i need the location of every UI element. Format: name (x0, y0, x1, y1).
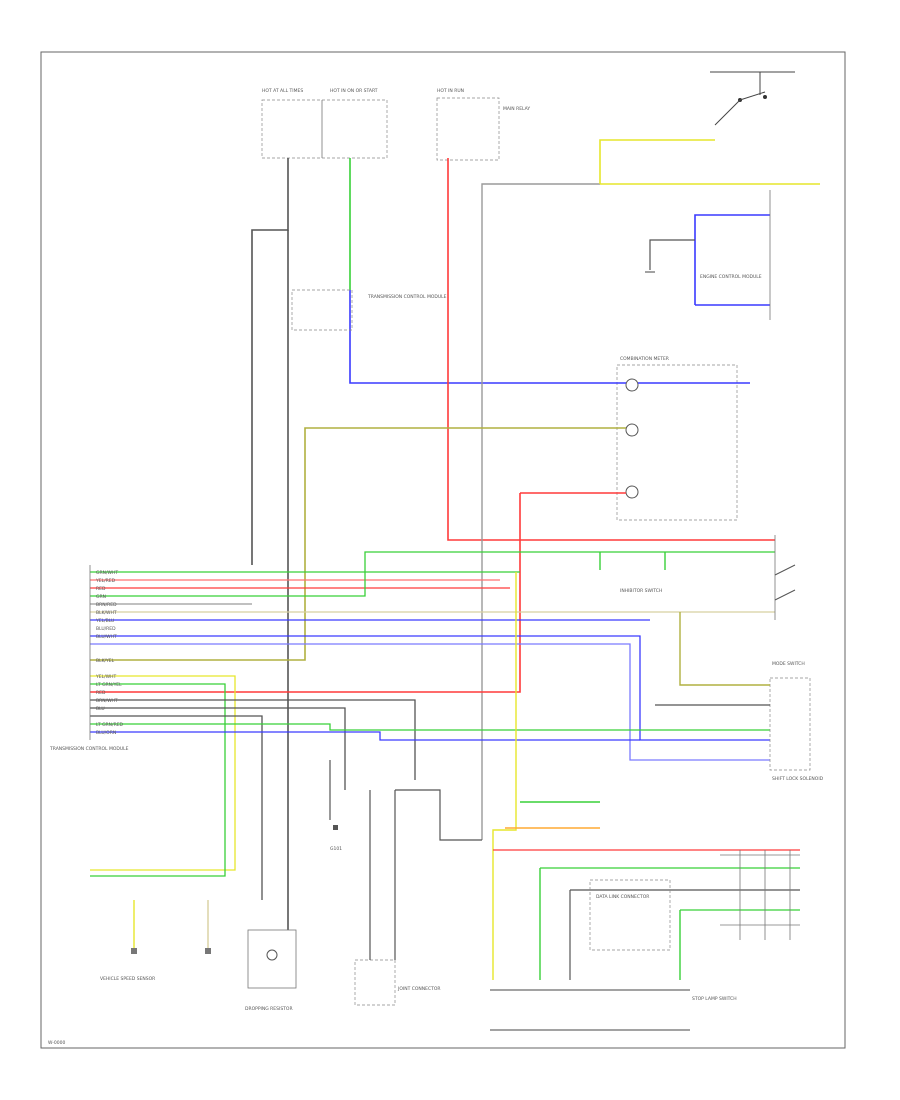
lower-relay: JOINT CONNECTOR (354, 789, 482, 1006)
bottom-connectors: STOP LAMP SWITCH (490, 868, 737, 1031)
fuse-box-right: HOT IN RUN MAIN RELAY (436, 88, 530, 161)
stop-lamp-label: STOP LAMP SWITCH (692, 996, 737, 1002)
fuse-label-c: HOT IN RUN (437, 88, 464, 94)
svg-text:BLK/WHT: BLK/WHT (96, 610, 117, 616)
diagram-frame (40, 51, 846, 1049)
inhibitor-label: INHIBITOR SWITCH (620, 588, 662, 594)
svg-text:LT GRN/YEL: LT GRN/YEL (96, 682, 122, 688)
svg-text:GRN: GRN (96, 594, 106, 600)
mode-switch-block: MODE SWITCH SHIFT LOCK SOLENOID (655, 612, 824, 782)
svg-text:YEL/BLU: YEL/BLU (95, 618, 114, 624)
connector-bundle (89, 551, 775, 900)
svg-text:BRN/RED: BRN/RED (96, 602, 117, 608)
svg-text:BLU/WHT: BLU/WHT (96, 634, 117, 640)
meter-label: COMBINATION METER (620, 356, 669, 362)
svg-text:RED: RED (96, 690, 106, 696)
combination-meter: COMBINATION METER (304, 356, 750, 521)
svg-text:BLU: BLU (96, 706, 105, 712)
ground-g101: G101 (329, 760, 342, 852)
tcm-subbox (291, 289, 353, 331)
sensor-loop: ENGINE CONTROL MODULE (645, 190, 771, 320)
top-right-switch (710, 71, 795, 126)
svg-text:YEL/RED: YEL/RED (95, 578, 116, 584)
svg-text:LT GRN/RED: LT GRN/RED (96, 722, 124, 728)
ground-symbols: VEHICLE SPEED SENSOR (100, 900, 211, 982)
pin-labels: GRN/WHT YEL/RED RED GRN BRN/RED BLK/WHT … (95, 570, 124, 736)
tcm-side-label: TRANSMISSION CONTROL MODULE (49, 746, 129, 752)
svg-text:BLK/YEL: BLK/YEL (96, 658, 115, 664)
svg-text:BRN/WHT: BRN/WHT (96, 698, 118, 704)
tcm-label: TRANSMISSION CONTROL MODULE (367, 294, 447, 300)
svg-text:BLU/RED: BLU/RED (96, 626, 116, 632)
svg-text:YEL/WHT: YEL/WHT (95, 674, 116, 680)
fuse-box-left: HOT AT ALL TIMES HOT IN ON OR START (261, 88, 388, 159)
ground-label: G101 (330, 846, 342, 852)
inhibitor-switch-area: INHIBITOR SWITCH (599, 535, 796, 620)
mode-switch-label: MODE SWITCH (772, 661, 805, 667)
relay-label: MAIN RELAY (503, 106, 530, 112)
svg-text:BLU/ORN: BLU/ORN (96, 730, 116, 736)
data-link-label: DATA LINK CONNECTOR (596, 894, 649, 900)
svg-text:GRN/WHT: GRN/WHT (96, 570, 118, 576)
joint-connector-label: JOINT CONNECTOR (397, 986, 441, 992)
shift-lock-label: SHIFT LOCK SOLENOID (772, 776, 824, 782)
engine-cm-label: ENGINE CONTROL MODULE (700, 274, 762, 280)
fuse-label-b: HOT IN ON OR START (330, 88, 378, 94)
speed-sensor-label: VEHICLE SPEED SENSOR (100, 976, 155, 982)
fuse-label-a: HOT AT ALL TIMES (262, 88, 303, 94)
svg-text:RED: RED (96, 586, 106, 592)
resistor-label: DROPPING RESISTOR (245, 1006, 293, 1012)
data-link-table: DATA LINK CONNECTOR (493, 849, 800, 951)
diagram-code: W-0000 (48, 1040, 65, 1046)
dropping-resistor: DROPPING RESISTOR (245, 929, 297, 1012)
